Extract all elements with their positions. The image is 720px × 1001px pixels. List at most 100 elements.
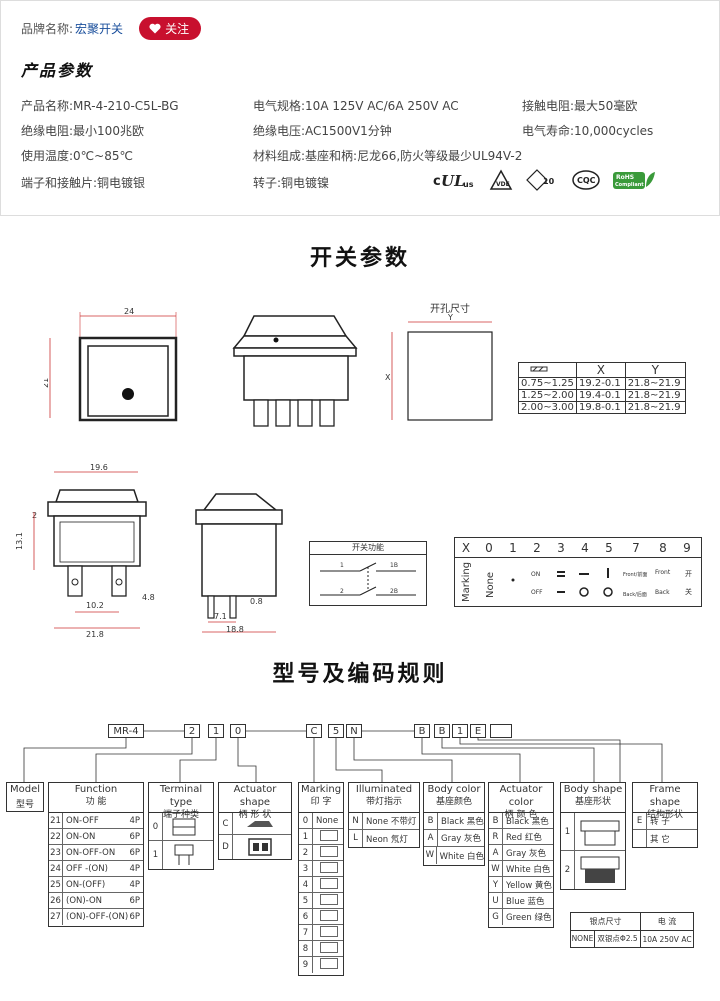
item-value: Black 黑色 (441, 817, 484, 827)
item-value: ON-OFF-ON (66, 847, 116, 858)
mark-kai: 开 (685, 570, 692, 578)
item-value: Gray 灰色 (441, 834, 482, 844)
code-cell: 0 (230, 724, 246, 738)
marking-key: 1 (299, 829, 313, 844)
item-pins: 6P (129, 847, 140, 858)
item-key: E (633, 813, 647, 829)
model-box: Model 型号 (6, 782, 44, 812)
item-key: A (424, 830, 438, 846)
svg-text:c: c (433, 174, 441, 189)
item-pins: 6P (129, 912, 140, 922)
code-prefix: MR-4 (108, 724, 144, 738)
marking-row-label: Marking (461, 562, 472, 602)
item-key: 21 (49, 813, 63, 828)
dim-24: 24 (124, 308, 134, 316)
code-cell: 2 (184, 724, 200, 738)
dim-7-1: 7.1 (214, 612, 227, 621)
marking-row: 4 (299, 877, 343, 893)
marking-row: 6 (299, 909, 343, 925)
mark-off: OFF (531, 589, 543, 596)
marking-col: 8 (659, 540, 667, 555)
marking-x: X (461, 540, 471, 555)
code-cell (490, 724, 512, 738)
function-box-title: 开关功能 (310, 542, 426, 555)
marking-row: 5 (299, 893, 343, 909)
item-value: (ON)-OFF-(ON) (66, 912, 129, 922)
dim-21-8: 21.8 (86, 630, 104, 639)
body-color-cn: 基座颜色 (435, 797, 472, 807)
body-shape-2-icon (580, 856, 620, 883)
hole-cell: 1.25~2.00 (518, 389, 577, 402)
item-value: Green 绿色 (506, 913, 552, 923)
marking-symbol-icon (313, 829, 338, 844)
code-cell: 1 (452, 724, 468, 738)
hole-title: 开孔尺寸 (430, 302, 470, 315)
item-pins: 6P (129, 895, 140, 906)
item-value: Black 黑色 (506, 816, 549, 827)
model-cn: 型号 (15, 800, 34, 810)
mark-back2: Back (655, 589, 670, 596)
item-key: Y (489, 877, 503, 892)
marking-key: 0 (299, 813, 313, 828)
follow-button[interactable]: 关注 (139, 17, 202, 40)
marking-cn: 印 字 (310, 797, 332, 807)
product-info-panel: 品牌名称: 宏聚开关 关注 产品参数 产品名称:MR-4-210-C5L-BG … (0, 0, 720, 216)
param-temperature: 使用温度:0℃~85℃ (21, 149, 133, 163)
item-key: A (489, 845, 503, 860)
marking-col: 2 (533, 540, 541, 555)
item-key: R (489, 829, 503, 844)
marking-title: Marking (300, 784, 342, 795)
marking-row: 1 (299, 829, 343, 845)
item-value: ON-(OFF) (66, 879, 106, 890)
hole-size-drawing: 开孔尺寸 Y X (385, 302, 493, 421)
terminal-title: Terminal type (159, 784, 203, 808)
term-1b: 1B (390, 562, 398, 569)
body-shape-key: 1 (561, 813, 575, 850)
function-cn: 功 能 (85, 797, 107, 807)
actuator-color-title: Actuator color (499, 784, 543, 808)
marking-col: 3 (557, 540, 565, 555)
param-terminal: 端子和接触片:铜电镀银 (21, 176, 146, 190)
code-cell: C (306, 724, 322, 738)
marking-row: 2 (299, 845, 343, 861)
code-cell: N (346, 724, 362, 738)
brand-label: 品牌名称: (21, 22, 74, 36)
dim-y: Y (447, 313, 453, 322)
silver-table: 银点尺寸 电 流 NONE 双银点Φ2.5 10A 250V AC (570, 912, 694, 948)
item-value: Yellow 黄色 (506, 880, 552, 891)
marking-key: 7 (299, 925, 313, 940)
marking-key: 6 (299, 909, 313, 924)
silver-r3: 10A 250V AC (642, 934, 692, 944)
marking-key: 4 (299, 877, 313, 892)
item-value: Gray 灰色 (506, 848, 547, 859)
terminal-cn: 端子种类 (162, 810, 199, 820)
list-item: 27(ON)-OFF-(ON)6P (49, 909, 143, 925)
marking-symbol-icon (313, 941, 338, 956)
actuator-c-icon (247, 820, 273, 827)
hole-cell: 2.00~3.00 (518, 401, 577, 414)
svg-text:10: 10 (543, 177, 555, 186)
hole-cell: 19.4-0.1 (576, 389, 626, 402)
mark-back: Back/后面 (623, 591, 647, 598)
body-shape-cn: 基座形状 (574, 797, 611, 807)
item-key: 24 (49, 861, 63, 876)
brand-link[interactable]: 宏聚开关 (75, 22, 124, 36)
item-value: White 白色 (506, 864, 551, 875)
param-rating: 电气规格:10A 125V AC/6A 250V AC (253, 99, 459, 113)
svg-text:VDE: VDE (496, 181, 510, 188)
body-color-title: Body color (427, 784, 481, 795)
hole-cell: 19.8-0.1 (576, 401, 626, 414)
actuator-shape-title: Actuator shape (233, 784, 277, 808)
marking-none: None (485, 572, 496, 598)
marking-key: 5 (299, 893, 313, 908)
hole-cell: 0.75~1.25 (518, 377, 577, 390)
item-key: G (489, 909, 503, 925)
marking-key: 8 (299, 941, 313, 956)
marking-symbol-icon (313, 845, 338, 860)
